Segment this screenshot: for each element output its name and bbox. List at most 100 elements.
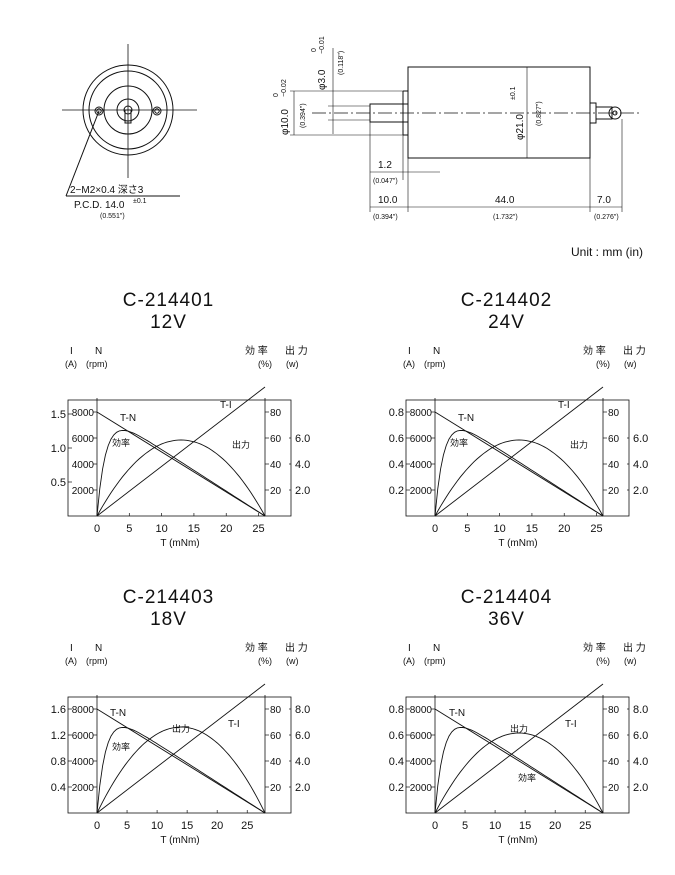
pcd-inch: (0.551") [100,213,125,220]
speed-unit: (rpm) [86,656,108,666]
model-voltage: 36V [488,609,525,630]
torque-tick-label: 15 [526,523,538,535]
label-output: 出力 [172,723,190,734]
speed-tick-label: 8000 [72,408,95,419]
plot-frame [405,399,630,517]
output-tick-label: 4.0 [633,459,648,471]
speed-tick-label: 4000 [410,460,433,471]
efficiency-tick-label: 40 [270,757,282,768]
current-unit: (A) [403,359,415,369]
plot-frame [405,696,630,814]
torque-tick-label: 5 [124,820,130,832]
output-tick-label: 8.0 [633,704,648,716]
boss-diameter-inch: (0.394") [300,103,307,128]
efficiency-header: 効 率 [583,641,606,654]
output-unit: (w) [286,359,299,369]
output-tick-label: 2.0 [633,485,648,497]
current-tick-label: 1.0 [51,443,66,455]
torque-tick-label: 5 [126,523,132,535]
output-unit: (w) [624,656,637,666]
torque-tick-label: 5 [462,820,468,832]
speed-tick-label: 2000 [410,486,433,497]
torque-tick-label: 0 [432,820,438,832]
efficiency-tick-label: 20 [608,783,620,794]
torque-tick-label: 15 [181,820,193,832]
speed-header: N [95,643,102,654]
speed-tick-label: 6000 [410,731,433,742]
label-efficiency: 効率 [518,772,536,783]
output-curve [434,439,604,517]
speed-tick-label: 4000 [410,757,433,768]
torque-tick-label: 5 [464,523,470,535]
current-tick-label: 0.5 [51,477,66,489]
output-header: 出 力 [285,344,308,357]
output-header: 出 力 [623,344,646,357]
output-tick-label: 6.0 [633,433,648,445]
output-unit: (w) [624,359,637,369]
efficiency-curve [96,726,266,814]
efficiency-tick-label: 40 [608,460,620,471]
body-diameter-tol: ±0.1 [510,86,517,100]
torque-current-line [96,386,266,517]
torque-tick-label: 0 [432,523,438,535]
label-torque-speed: T-N [458,413,474,424]
current-tick-label: 0.8 [389,407,404,419]
torque-tick-label: 20 [558,523,570,535]
torque-tick-label: 25 [579,820,591,832]
efficiency-tick-label: 40 [608,757,620,768]
label-efficiency: 効率 [112,437,130,448]
torque-speed-line [96,411,266,517]
label-torque-speed: T-N [449,708,465,719]
efficiency-header: 効 率 [245,344,268,357]
efficiency-tick-label: 60 [270,434,282,445]
efficiency-tick-label: 60 [608,434,620,445]
speed-header: N [433,643,440,654]
body-diameter: φ21.0 [515,114,526,140]
efficiency-tick-label: 60 [270,731,282,742]
model-voltage: 18V [150,609,187,630]
speed-tick-label: 8000 [72,705,95,716]
curves [96,386,266,517]
current-tick-label: 0.8 [389,704,404,716]
front-view [62,44,197,197]
output-tick-label: 6.0 [633,730,648,742]
efficiency-tick-label: 80 [270,408,282,419]
output-tick-label: 4.0 [295,756,310,768]
torque-tick-label: 0 [94,820,100,832]
current-unit: (A) [403,656,415,666]
torque-speed-line [96,708,266,814]
speed-tick-label: 4000 [72,460,95,471]
speed-unit: (rpm) [86,359,108,369]
dim-10: 10.0 [378,195,398,206]
curves [434,386,604,517]
model-name: C-214404 [460,587,553,608]
dim-1-2: 1.2 [378,160,392,171]
output-tick-label: 2.0 [295,485,310,497]
speed-tick-label: 8000 [410,408,433,419]
torque-speed-line [434,411,604,517]
output-tick-label: 4.0 [633,756,648,768]
label-torque-speed: T-N [120,413,136,424]
torque-tick-label: 15 [519,820,531,832]
dim-7-inch: (0.276") [594,214,619,221]
shaft-diameter-inch: (0.118") [338,51,345,75]
boss-diameter: φ10.0 [280,109,291,135]
label-output: 出力 [232,439,250,450]
output-header: 出 力 [623,641,646,654]
efficiency-curve [96,429,266,517]
efficiency-curve [434,726,604,814]
efficiency-tick-label: 20 [270,783,282,794]
speed-tick-label: 6000 [72,731,95,742]
label-output: 出力 [510,723,528,734]
shaft-diameter-tol-top: 0 [311,48,318,52]
speed-tick-label: 4000 [72,757,95,768]
torque-tick-label: 10 [155,523,167,535]
efficiency-tick-label: 40 [270,460,282,471]
x-axis-label: T (mNm) [160,538,199,549]
